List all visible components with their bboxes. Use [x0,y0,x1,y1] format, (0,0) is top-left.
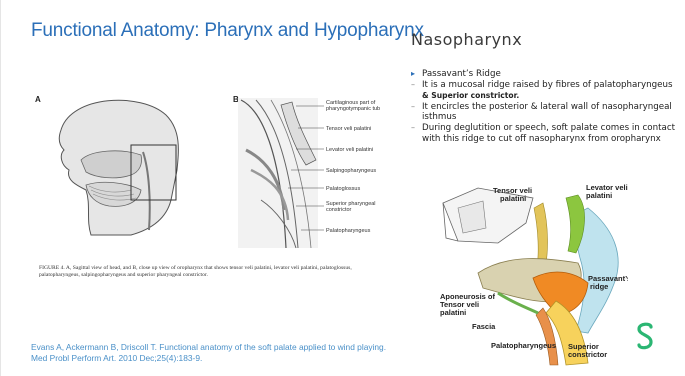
diagram-label-aponeurosis-line3: palatini [440,308,466,317]
figure-panel-a: A [31,90,221,240]
brand-s-logo-icon [633,321,657,351]
label-palatopharyngeus: Palatopharyngeus [326,228,371,234]
section-heading: Nasopharynx [411,30,522,49]
label-superior-line2: constrictor [326,207,352,213]
bullet-list: ▸ Passavant’s Ridge – It is a mucosal ri… [411,69,681,145]
oropharynx-closeup-drawing [238,98,318,248]
label-tensor-veli-palatini: Tensor veli palatini [326,126,371,132]
bullet-item-deglutition: – During deglutition or speech, soft pal… [411,123,681,144]
bullet-text: During deglutition or speech, soft palat… [422,123,675,144]
bullet-bold-text: & Superior constrictor. [422,91,519,100]
slide-title: Functional Anatomy: Pharynx and Hypophar… [31,20,424,42]
label-cartilaginous-part-line2: pharyngotympanic tub [326,106,380,112]
bullet-item-passavant: ▸ Passavant’s Ridge [411,69,681,80]
label-palatoglossus: Palatoglossus [326,186,360,192]
figure-caption: FIGURE 4. A, Sagittal view of head, and … [39,265,384,279]
bullet-text: It is a mucosal ridge raised by fibres o… [422,80,672,90]
bullet-dash-icon: – [411,102,415,113]
diagram-label-levator-line2: palatini [586,191,612,200]
diagram-label-superior-line2: constrictor [568,350,607,359]
head-sagittal-drawing [59,100,178,235]
bullet-text: Passavant’s Ridge [422,69,501,79]
bullet-text: It encircles the posterior & lateral wal… [422,102,672,123]
diagram-label-tensor-line2: palatini [500,194,526,203]
citation-text: Evans A, Ackermann B, Driscoll T. Functi… [31,342,391,363]
figure-panel-b: B Cartilaginous part o [226,90,396,250]
diagram-label-fascia: Fascia [472,322,496,331]
label-salpingopharyngeus: Salpingopharyngeus [326,168,376,174]
diagram-label-passavant-line2: ridge [590,282,608,291]
label-levator-veli-palatini: Levator veli palatini [326,147,373,153]
diagram-label-palatopharyngeus: Palatopharyngeus [491,341,556,350]
bullet-item-mucosal-ridge: – It is a mucosal ridge raised by fibres… [411,80,681,101]
bullet-item-encircles: – It encircles the posterior & lateral w… [411,102,681,123]
panel-a-label: A [35,95,41,104]
bullet-dash-icon: – [411,80,415,91]
bullet-arrow-icon: ▸ [411,69,415,80]
bullet-dash-icon: – [411,123,415,134]
